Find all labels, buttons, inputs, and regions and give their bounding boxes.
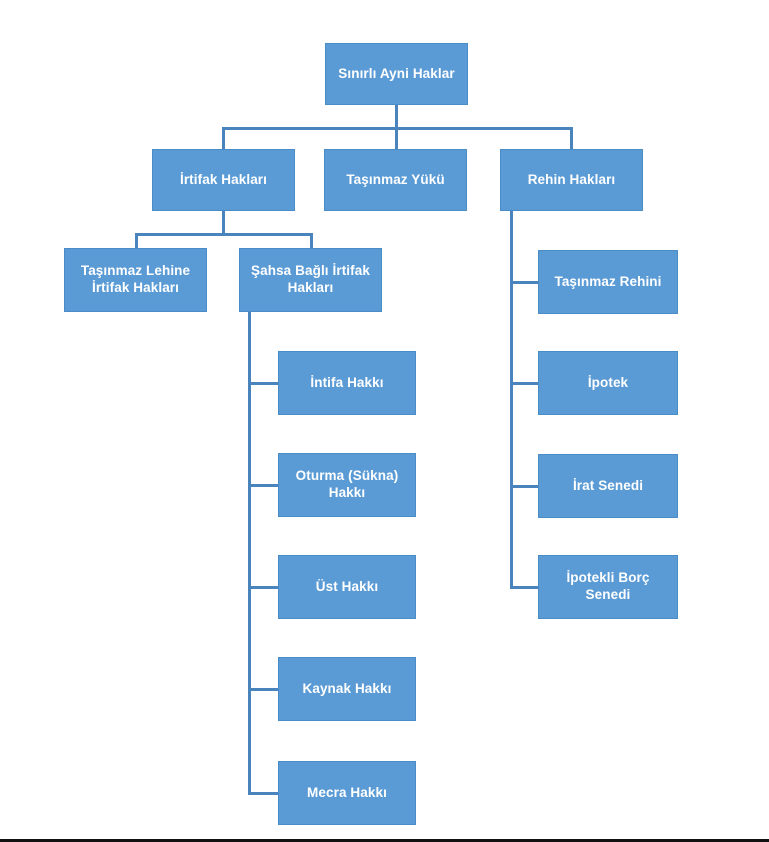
node-oturma-sukna-hakki[interactable]: Oturma (Sükna) Hakkı [278, 453, 416, 517]
connector-stub-ipotekli-borc-senedi [510, 586, 540, 589]
connector-root-stem [395, 105, 398, 127]
node-intifa-hakki[interactable]: İntifa Hakkı [278, 351, 416, 415]
node-tasinmaz-rehini[interactable]: Taşınmaz Rehini [538, 250, 678, 314]
connector-stub-tasinmaz-rehini [510, 281, 540, 284]
node-ipotekli-borc-senedi[interactable]: İpotekli Borç Senedi [538, 555, 678, 619]
connector-stub-intifa-hakki [248, 382, 280, 385]
connector-drop-irtifak [222, 127, 225, 149]
node-tasinmaz-yuku[interactable]: Taşınmaz Yükü [324, 149, 467, 211]
node-irat-senedi[interactable]: İrat Senedi [538, 454, 678, 518]
node-irtifak-haklari[interactable]: İrtifak Hakları [152, 149, 295, 211]
connector-drop-tasinmaz-yuku [395, 127, 398, 149]
connector-stub-ust-hakki [248, 586, 280, 589]
connector-stub-irat-senedi [510, 485, 540, 488]
node-ust-hakki[interactable]: Üst Hakkı [278, 555, 416, 619]
node-mecra-hakki[interactable]: Mecra Hakkı [278, 761, 416, 825]
connector-drop-sahsa-bagli [310, 233, 313, 248]
connector-stub-mecra-hakki [248, 792, 280, 795]
connector-stub-ipotek [510, 382, 540, 385]
node-tasinmaz-lehine-irtifak-haklari[interactable]: Taşınmaz Lehine İrtifak Hakları [64, 248, 207, 312]
connector-drop-tasinmaz-lehine [135, 233, 138, 248]
node-ipotek[interactable]: İpotek [538, 351, 678, 415]
node-sahsa-bagli-irtifak-haklari[interactable]: Şahsa Bağlı İrtifak Hakları [239, 248, 382, 312]
node-kaynak-hakki[interactable]: Kaynak Hakkı [278, 657, 416, 721]
connector-stub-oturma-sukna-hakki [248, 484, 280, 487]
connector-irtifak-bus [135, 233, 313, 236]
node-root[interactable]: Sınırlı Ayni Haklar [325, 43, 468, 105]
connector-rehin-spine [510, 211, 513, 589]
connector-irtifak-stem [222, 211, 225, 233]
connector-stub-kaynak-hakki [248, 688, 280, 691]
connector-drop-rehin [570, 127, 573, 149]
connector-sahsa-bagli-spine [248, 312, 251, 795]
node-rehin-haklari[interactable]: Rehin Hakları [500, 149, 643, 211]
